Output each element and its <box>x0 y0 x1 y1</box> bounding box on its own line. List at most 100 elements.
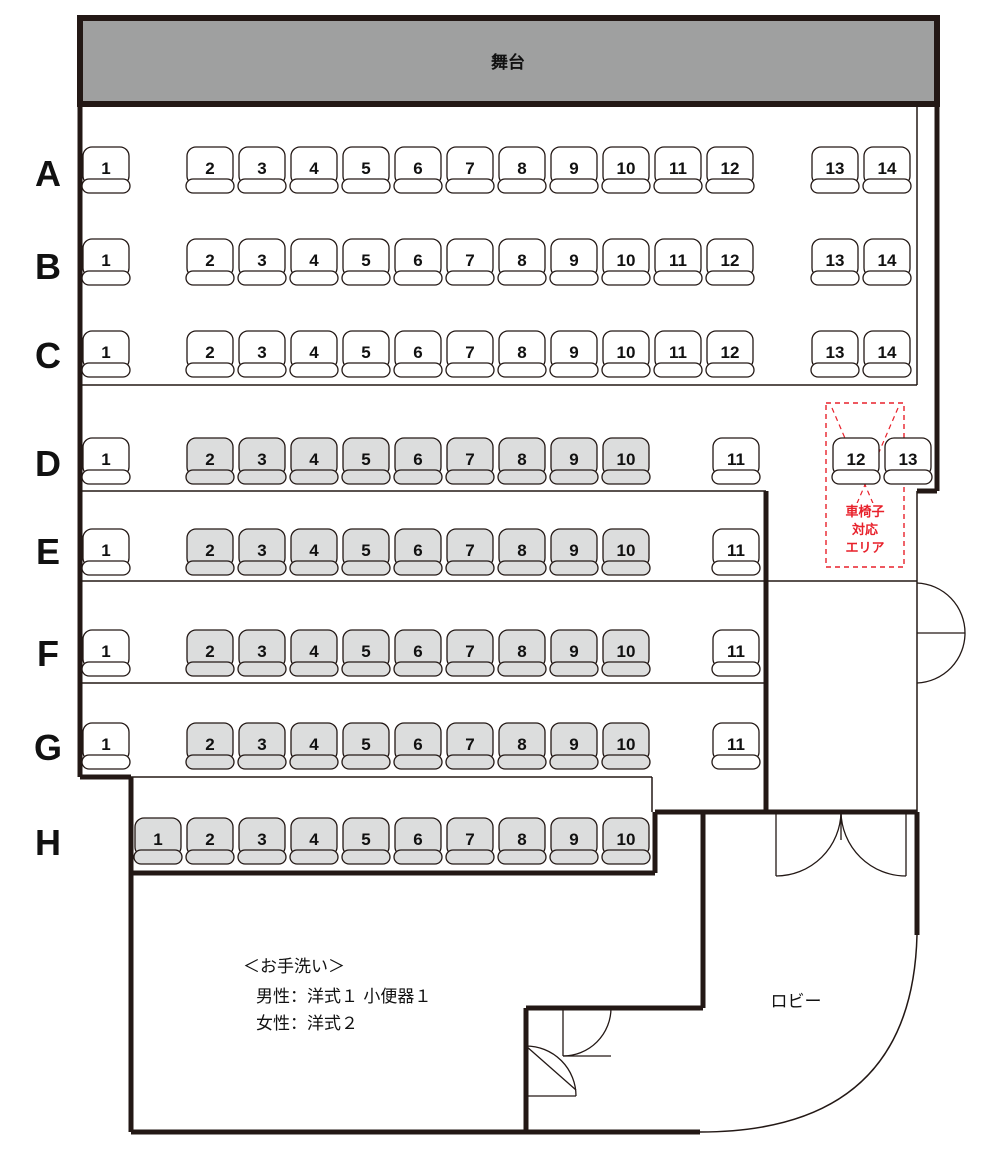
seat[interactable]: 4 <box>289 629 339 677</box>
seat[interactable]: 5 <box>341 330 391 378</box>
seat[interactable]: 11 <box>711 437 761 485</box>
seat[interactable]: 5 <box>341 238 391 286</box>
seat-cushion <box>393 661 443 677</box>
seat[interactable]: 12 <box>705 238 755 286</box>
seat[interactable]: 2 <box>185 722 235 770</box>
seat[interactable]: 4 <box>289 722 339 770</box>
seat[interactable]: 14 <box>862 146 912 194</box>
seat[interactable]: 11 <box>653 330 703 378</box>
seat-number: 13 <box>826 343 845 362</box>
seat[interactable]: 8 <box>497 629 547 677</box>
seat[interactable]: 14 <box>862 238 912 286</box>
seat[interactable]: 10 <box>601 528 651 576</box>
seat[interactable]: 10 <box>601 146 651 194</box>
seat[interactable]: 10 <box>601 817 651 865</box>
seat[interactable]: 7 <box>445 146 495 194</box>
seat[interactable]: 8 <box>497 528 547 576</box>
seat[interactable]: 2 <box>185 330 235 378</box>
seat[interactable]: 3 <box>237 629 287 677</box>
seat[interactable]: 4 <box>289 330 339 378</box>
seat[interactable]: 11 <box>711 528 761 576</box>
seat[interactable]: 1 <box>133 817 183 865</box>
seat[interactable]: 4 <box>289 528 339 576</box>
seat[interactable]: 9 <box>549 528 599 576</box>
seat[interactable]: 7 <box>445 330 495 378</box>
seat[interactable]: 10 <box>601 437 651 485</box>
seat[interactable]: 2 <box>185 146 235 194</box>
seat[interactable]: 1 <box>81 238 131 286</box>
seat[interactable]: 12 <box>831 437 881 485</box>
seat[interactable]: 7 <box>445 437 495 485</box>
seat[interactable]: 11 <box>711 722 761 770</box>
seat[interactable]: 6 <box>393 722 443 770</box>
seat[interactable]: 9 <box>549 437 599 485</box>
seat[interactable]: 13 <box>810 146 860 194</box>
seat[interactable]: 8 <box>497 722 547 770</box>
seat[interactable]: 6 <box>393 528 443 576</box>
seat[interactable]: 2 <box>185 528 235 576</box>
seat[interactable]: 1 <box>81 330 131 378</box>
seat[interactable]: 1 <box>81 722 131 770</box>
seat[interactable]: 3 <box>237 817 287 865</box>
seat[interactable]: 5 <box>341 437 391 485</box>
seat[interactable]: 8 <box>497 146 547 194</box>
seat[interactable]: 2 <box>185 437 235 485</box>
seat[interactable]: 3 <box>237 330 287 378</box>
seat[interactable]: 4 <box>289 817 339 865</box>
seat[interactable]: 5 <box>341 817 391 865</box>
seat[interactable]: 9 <box>549 722 599 770</box>
seat[interactable]: 8 <box>497 330 547 378</box>
seat[interactable]: 4 <box>289 146 339 194</box>
seat[interactable]: 4 <box>289 437 339 485</box>
seat[interactable]: 7 <box>445 238 495 286</box>
seat[interactable]: 10 <box>601 238 651 286</box>
seat[interactable]: 11 <box>653 238 703 286</box>
seat[interactable]: 7 <box>445 528 495 576</box>
seat[interactable]: 5 <box>341 629 391 677</box>
seat[interactable]: 8 <box>497 817 547 865</box>
seat[interactable]: 3 <box>237 437 287 485</box>
seat[interactable]: 2 <box>185 817 235 865</box>
seat[interactable]: 1 <box>81 528 131 576</box>
seat[interactable]: 6 <box>393 238 443 286</box>
seat[interactable]: 9 <box>549 330 599 378</box>
seat[interactable]: 7 <box>445 722 495 770</box>
seat[interactable]: 11 <box>711 629 761 677</box>
seat[interactable]: 5 <box>341 528 391 576</box>
seat[interactable]: 13 <box>810 330 860 378</box>
seat[interactable]: 12 <box>705 146 755 194</box>
seat[interactable]: 8 <box>497 238 547 286</box>
seat[interactable]: 6 <box>393 437 443 485</box>
seat[interactable]: 13 <box>810 238 860 286</box>
seat[interactable]: 1 <box>81 146 131 194</box>
seat[interactable]: 6 <box>393 330 443 378</box>
seat[interactable]: 9 <box>549 629 599 677</box>
seat[interactable]: 1 <box>81 629 131 677</box>
seat[interactable]: 10 <box>601 629 651 677</box>
seat[interactable]: 6 <box>393 817 443 865</box>
seat[interactable]: 3 <box>237 146 287 194</box>
seat[interactable]: 9 <box>549 238 599 286</box>
seat[interactable]: 2 <box>185 238 235 286</box>
seat[interactable]: 11 <box>653 146 703 194</box>
seat[interactable]: 14 <box>862 330 912 378</box>
seat[interactable]: 10 <box>601 330 651 378</box>
seat[interactable]: 4 <box>289 238 339 286</box>
seat[interactable]: 13 <box>883 437 933 485</box>
seat[interactable]: 7 <box>445 629 495 677</box>
seat[interactable]: 2 <box>185 629 235 677</box>
seat[interactable]: 5 <box>341 722 391 770</box>
seat[interactable]: 3 <box>237 528 287 576</box>
seat[interactable]: 1 <box>81 437 131 485</box>
seat[interactable]: 9 <box>549 817 599 865</box>
seat[interactable]: 3 <box>237 238 287 286</box>
seat[interactable]: 6 <box>393 629 443 677</box>
seat[interactable]: 10 <box>601 722 651 770</box>
seat[interactable]: 6 <box>393 146 443 194</box>
seat[interactable]: 8 <box>497 437 547 485</box>
seat[interactable]: 5 <box>341 146 391 194</box>
seat[interactable]: 3 <box>237 722 287 770</box>
seat[interactable]: 12 <box>705 330 755 378</box>
seat[interactable]: 9 <box>549 146 599 194</box>
seat[interactable]: 7 <box>445 817 495 865</box>
